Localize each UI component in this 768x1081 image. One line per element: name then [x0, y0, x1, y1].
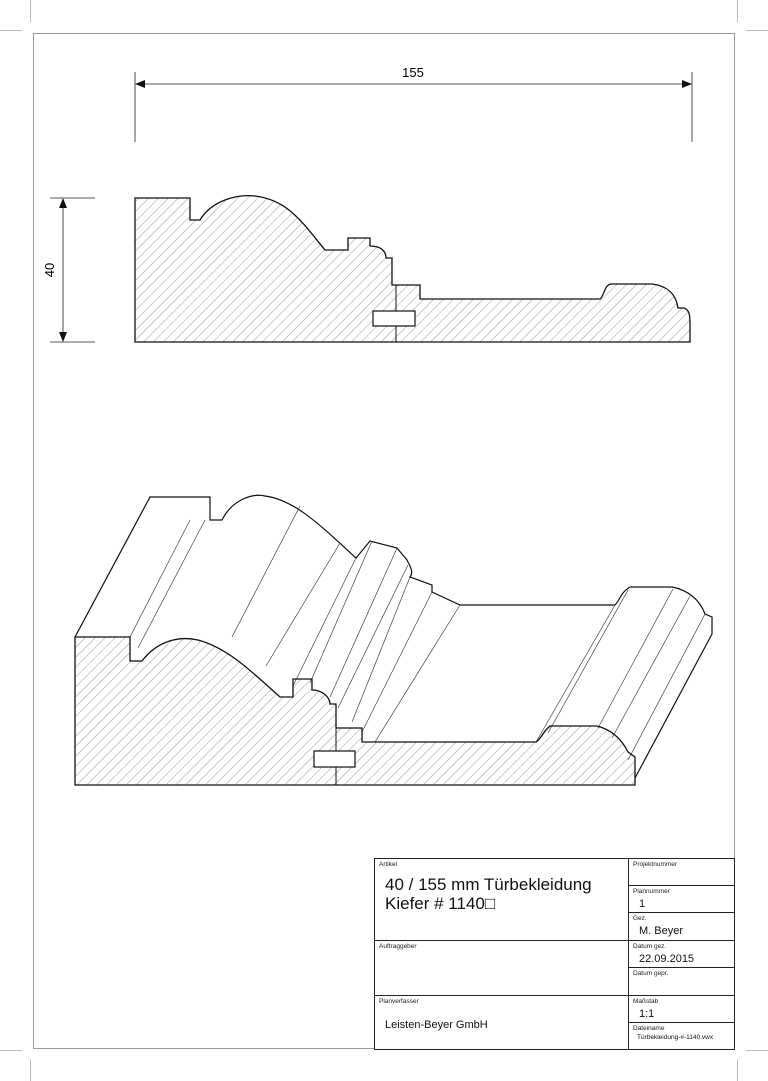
height-dimension: 40 — [42, 197, 95, 343]
title-block-divider — [375, 940, 628, 941]
title-block-divider — [628, 859, 629, 1049]
crop-mark — [0, 30, 22, 31]
gez-value: M. Beyer — [639, 925, 684, 937]
artikel-line-2: Kiefer # 1140□ — [385, 894, 496, 913]
crop-mark — [30, 0, 31, 22]
crop-mark — [0, 1050, 22, 1051]
title-block: Artikel 40 / 155 mm Türbekleidung Kiefer… — [374, 858, 735, 1050]
projektnummer-label: Projektnummer — [633, 861, 678, 868]
massstab-cell: Maßstab 1:1 — [629, 996, 735, 1022]
massstab-label: Maßstab — [633, 998, 659, 1005]
dateiname-value: Türbekleidung-#-1140.vwx — [637, 1034, 714, 1041]
width-dimension-label: 155 — [402, 65, 424, 80]
artikel-cell: Artikel 40 / 155 mm Türbekleidung Kiefer… — [375, 859, 628, 940]
datum-gez-label: Datum gez. — [633, 943, 667, 950]
width-dimension: 155 — [134, 65, 693, 142]
crop-mark — [30, 1059, 31, 1081]
title-block-divider — [628, 1022, 735, 1023]
profile-cross-section — [134, 194, 691, 343]
profile-isometric-view — [74, 494, 713, 786]
plannummer-label: Plannummer — [633, 888, 670, 895]
dateiname-label: Dateiname — [633, 1025, 665, 1032]
title-block-divider — [628, 967, 735, 968]
massstab-value: 1:1 — [639, 1008, 655, 1020]
datum-gez-value: 22.09.2015 — [639, 953, 695, 965]
title-block-divider — [628, 940, 735, 941]
artikel-label: Artikel — [379, 861, 398, 868]
auftraggeber-label: Auftraggeber — [379, 943, 417, 950]
plannummer-cell: Plannummer 1 — [629, 886, 735, 912]
title-block-divider — [628, 885, 735, 886]
title-block-divider — [628, 912, 735, 913]
datum-gez-cell: Datum gez. 22.09.2015 — [629, 941, 735, 967]
crop-mark — [746, 30, 768, 31]
plannummer-value: 1 — [639, 898, 646, 910]
crop-mark — [746, 1050, 768, 1051]
auftraggeber-cell: Auftraggeber — [375, 941, 628, 995]
gez-label: Gez. — [633, 915, 647, 922]
crop-mark — [737, 1059, 738, 1081]
datum-gepr-label: Datum gepr. — [633, 970, 669, 977]
planverfasser-value: Leisten-Beyer GmbH — [385, 1019, 488, 1031]
artikel-line-1: 40 / 155 mm Türbekleidung — [385, 875, 592, 894]
dateiname-cell: Dateiname Türbekleidung-#-1140.vwx — [629, 1023, 735, 1049]
datum-gepr-cell: Datum gepr. — [629, 968, 735, 995]
planverfasser-label: Planverfasser — [379, 998, 419, 1005]
projektnummer-cell: Projektnummer — [629, 859, 735, 885]
height-dimension-label: 40 — [42, 263, 57, 277]
title-block-divider — [375, 995, 628, 996]
title-block-divider — [628, 995, 735, 996]
gez-cell: Gez. M. Beyer — [629, 913, 735, 940]
crop-mark — [737, 0, 738, 22]
planverfasser-cell: Planverfasser Leisten-Beyer GmbH — [375, 996, 628, 1049]
